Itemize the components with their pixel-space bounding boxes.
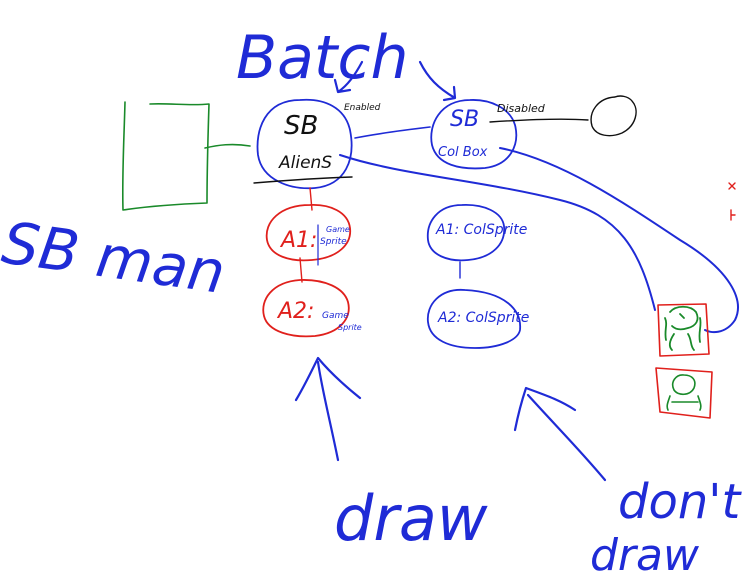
node-sb-colbox: SB Col Box Disabled <box>430 95 637 170</box>
node-a2-left-sub1: Game <box>322 311 349 321</box>
node-sb-colbox-title: SB <box>450 107 479 132</box>
node-a2-left-label: A2: <box>276 299 314 324</box>
arrow-dont-draw-up <box>513 386 607 482</box>
node-a2-left-sub2: Sprite <box>338 323 362 332</box>
node-a1-left-sub1: Game <box>326 225 350 234</box>
alien-sprite-icon <box>657 303 710 357</box>
connector-aliens-a1 <box>309 187 313 211</box>
label-dont-draw: draw <box>590 530 700 576</box>
alien-outline-icon <box>655 367 713 419</box>
label-draw: draw <box>334 482 488 555</box>
connector-sb-sb <box>354 126 431 139</box>
node-sb-aliens-annotation: Enabled <box>344 103 381 113</box>
mark-tick <box>730 209 736 221</box>
label-dont: don't <box>618 474 742 530</box>
empty-square-icon <box>121 101 251 211</box>
arrow-draw-up <box>294 356 362 462</box>
node-a1-game-sprite: A1: Game Sprite <box>265 204 351 266</box>
node-a1-left-sub2: Sprite <box>320 237 347 247</box>
connector-a1-a2-left <box>299 257 303 283</box>
node-sb-aliens: SB AlienS Enabled <box>253 98 381 190</box>
node-a1-colsprite: A1: ColSprite <box>427 204 527 262</box>
node-sb-colbox-subtitle: Col Box <box>438 145 488 160</box>
node-a1-right-label: A1: ColSprite <box>435 222 527 238</box>
node-a2-colsprite: A2: ColSprite <box>427 289 529 349</box>
mark-x <box>728 182 736 190</box>
connector-colbox-sprite <box>499 147 739 334</box>
side-label: SB man <box>0 209 229 307</box>
batch-arrows <box>333 60 457 102</box>
node-a2-game-sprite: A2: Game Sprite <box>262 279 362 338</box>
node-sb-aliens-title: SB <box>284 111 318 141</box>
connector-aliens-sprite <box>339 154 656 311</box>
node-a1-left-label: A1: <box>279 228 317 253</box>
node-a2-right-label: A2: ColSprite <box>437 310 529 326</box>
node-sb-aliens-subtitle: AlienS <box>278 153 332 173</box>
heading-batch: Batch <box>236 23 408 93</box>
node-sb-colbox-annotation: Disabled <box>497 102 546 115</box>
